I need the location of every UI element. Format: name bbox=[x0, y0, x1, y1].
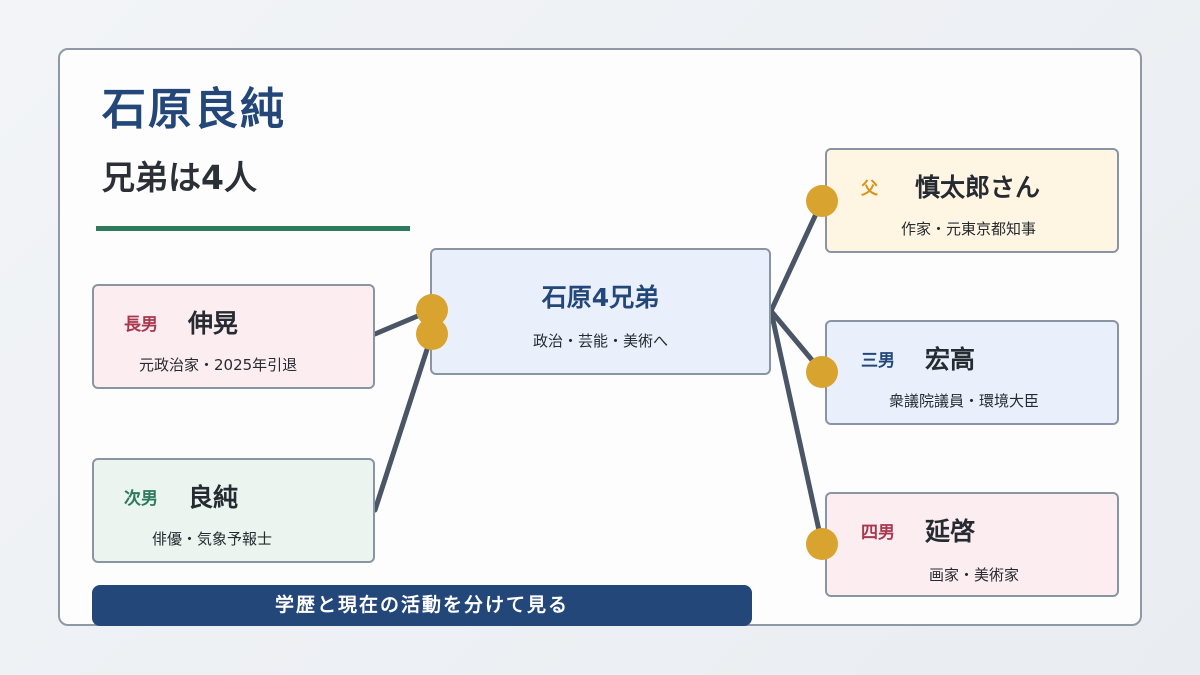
node-father bbox=[806, 185, 838, 217]
person-description: 作家・元東京都知事 bbox=[901, 220, 1037, 238]
title-underline bbox=[96, 226, 410, 231]
role-label: 長男 bbox=[124, 315, 158, 335]
person-description: 衆議院議員・環境大臣 bbox=[889, 392, 1040, 410]
person-description: 元政治家・2025年引退 bbox=[139, 356, 298, 374]
connector-fourth bbox=[768, 308, 825, 547]
node-third bbox=[806, 356, 838, 388]
footer-banner: 学歴と現在の活動を分けて見る bbox=[92, 585, 752, 626]
card-brothers-hub: 石原4兄弟 政治・芸能・美術へ bbox=[430, 248, 771, 375]
card-eldest-son: 長男 伸晃 元政治家・2025年引退 bbox=[92, 284, 375, 389]
role-label: 三男 bbox=[861, 351, 895, 371]
connector-second bbox=[372, 331, 435, 513]
card-second-son: 次男 良純 俳優・気象予報士 bbox=[92, 458, 375, 563]
person-name: 良純 bbox=[188, 483, 239, 512]
person-name: 延啓 bbox=[925, 517, 976, 546]
page-title: 石原良純 bbox=[102, 84, 286, 135]
role-label: 父 bbox=[861, 179, 878, 199]
person-name: 慎太郎さん bbox=[915, 173, 1041, 202]
node-eldest bbox=[416, 294, 448, 326]
page-subtitle: 兄弟は4人 bbox=[102, 158, 257, 197]
connector-father bbox=[768, 198, 825, 314]
person-description: 俳優・気象予報士 bbox=[152, 530, 273, 548]
card-third-son: 三男 宏高 衆議院議員・環境大臣 bbox=[825, 320, 1119, 425]
person-name: 宏高 bbox=[925, 345, 976, 374]
node-fourth bbox=[806, 528, 838, 560]
card-father: 父 慎太郎さん 作家・元東京都知事 bbox=[825, 148, 1119, 253]
role-label: 四男 bbox=[861, 523, 895, 543]
hub-description: 政治・芸能・美術へ bbox=[532, 332, 668, 350]
node-second bbox=[416, 318, 448, 350]
card-fourth-son: 四男 延啓 画家・美術家 bbox=[825, 492, 1119, 597]
person-name: 伸晃 bbox=[188, 309, 239, 338]
hub-title: 石原4兄弟 bbox=[541, 283, 660, 312]
person-description: 画家・美術家 bbox=[929, 566, 1020, 584]
role-label: 次男 bbox=[124, 489, 158, 509]
